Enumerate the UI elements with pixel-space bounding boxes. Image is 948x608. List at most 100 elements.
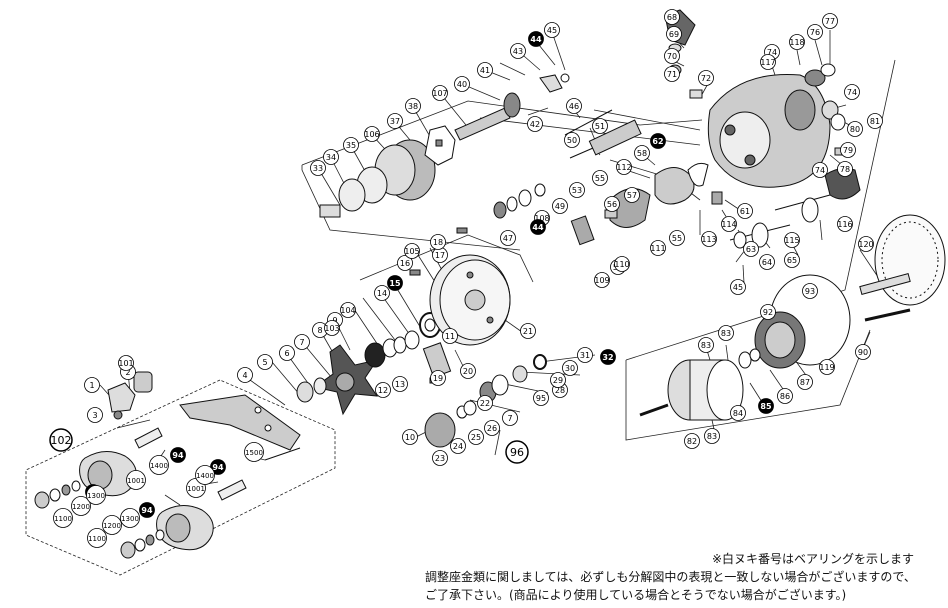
callout-circle bbox=[505, 440, 529, 464]
callout-circle bbox=[310, 160, 326, 176]
callout-number: 1300 bbox=[121, 515, 139, 523]
part-callout-22: 22 bbox=[477, 395, 493, 411]
callout-number: 80 bbox=[850, 125, 860, 134]
part-callout-114: 114 bbox=[721, 216, 737, 232]
part-callout-51: 51 bbox=[592, 118, 608, 134]
part-callout-1001: 1001 bbox=[126, 470, 146, 490]
part-callout-83: 83 bbox=[698, 337, 714, 353]
callout-circle bbox=[392, 376, 408, 392]
callout-circle bbox=[701, 231, 717, 247]
callout-number: 114 bbox=[721, 220, 736, 229]
shim-note-line-1: 調整座金類に関しましては、必ずしも分解図中の表現と一致しない場合がございますので… bbox=[425, 570, 916, 584]
callout-circle bbox=[704, 428, 720, 444]
callout-circle bbox=[858, 236, 874, 252]
callout-circle bbox=[450, 438, 466, 454]
part-callout-83: 83 bbox=[718, 325, 734, 341]
callout-number: 1 bbox=[89, 381, 94, 390]
part-callout-32: 32 bbox=[600, 349, 616, 365]
callout-number: 34 bbox=[326, 153, 336, 162]
part-callout-101: 101 bbox=[118, 355, 134, 371]
part-callout-17: 17 bbox=[432, 247, 448, 263]
callout-circle bbox=[364, 126, 380, 142]
callout-circle bbox=[789, 34, 805, 50]
callout-circle bbox=[86, 485, 106, 505]
callout-circle bbox=[664, 66, 680, 82]
part-callout-10: 10 bbox=[402, 429, 418, 445]
callout-circle bbox=[760, 304, 776, 320]
part-callout-115: 115 bbox=[784, 232, 800, 248]
callout-number: 47 bbox=[503, 234, 513, 243]
part-callout-12: 12 bbox=[375, 382, 391, 398]
callout-circle bbox=[721, 216, 737, 232]
callout-number: 101 bbox=[118, 359, 133, 368]
callout-circle bbox=[758, 398, 774, 414]
callout-circle bbox=[323, 149, 339, 165]
callout-number: 65 bbox=[787, 256, 797, 265]
part-callout-90: 90 bbox=[855, 344, 871, 360]
part-callout-78: 78 bbox=[837, 161, 853, 177]
part-callout-118: 118 bbox=[789, 34, 805, 50]
callout-number: 84 bbox=[733, 409, 743, 418]
callout-number: 12 bbox=[378, 386, 388, 395]
callout-number: 3 bbox=[92, 411, 97, 420]
callout-number: 30 bbox=[565, 364, 575, 373]
callout-circle bbox=[569, 182, 585, 198]
callout-number: 83 bbox=[707, 432, 717, 441]
callout-number: 1500 bbox=[245, 449, 263, 457]
part-callout-5: 5 bbox=[257, 354, 273, 370]
callout-number: 70 bbox=[667, 52, 677, 61]
part-callout-35: 35 bbox=[343, 137, 359, 153]
callout-number: 8 bbox=[317, 326, 322, 335]
callout-number: 33 bbox=[313, 164, 323, 173]
part-callout-76: 76 bbox=[807, 24, 823, 40]
part-callout-77: 77 bbox=[822, 13, 838, 29]
callout-circle bbox=[594, 272, 610, 288]
callout-circle bbox=[698, 70, 714, 86]
callout-circle bbox=[837, 161, 853, 177]
callout-number: 56 bbox=[607, 200, 617, 209]
callout-circle bbox=[867, 113, 883, 129]
part-callout-14: 14 bbox=[374, 285, 390, 301]
callout-number: 74 bbox=[815, 166, 825, 175]
reel-frame bbox=[707, 73, 831, 188]
callout-circle bbox=[397, 255, 413, 271]
spool-shaft bbox=[864, 308, 911, 322]
part-callout-31: 31 bbox=[577, 347, 593, 363]
callout-circle bbox=[404, 243, 420, 259]
callout-circle bbox=[402, 429, 418, 445]
callout-circle bbox=[759, 254, 775, 270]
callout-number: 74 bbox=[847, 88, 857, 97]
callout-number: 28 bbox=[555, 386, 565, 395]
part-callout-109: 109 bbox=[594, 272, 610, 288]
callout-number: 42 bbox=[530, 120, 540, 129]
callout-number: 95 bbox=[536, 394, 546, 403]
callout-number: 116 bbox=[837, 220, 852, 229]
callout-circle bbox=[807, 24, 823, 40]
callout-number: 82 bbox=[687, 437, 697, 446]
callout-number: 32 bbox=[602, 353, 613, 362]
part-callout-45: 45 bbox=[544, 22, 560, 38]
callout-circle bbox=[432, 85, 448, 101]
callout-circle bbox=[120, 508, 140, 528]
part-callout-44: 44 bbox=[528, 31, 544, 47]
part-callout-25: 25 bbox=[468, 429, 484, 445]
drive-gear-disc bbox=[319, 166, 388, 218]
callout-number: 49 bbox=[555, 202, 565, 211]
part-callout-43: 43 bbox=[510, 43, 526, 59]
callout-circle bbox=[837, 216, 853, 232]
part-callout-1300: 1300 bbox=[120, 508, 140, 528]
callout-number: 40 bbox=[457, 80, 467, 89]
callout-circle bbox=[566, 98, 582, 114]
callout-circle bbox=[847, 121, 863, 137]
ratchet-wheel bbox=[424, 125, 456, 166]
callout-number: 44 bbox=[530, 35, 542, 44]
part-callout-45: 45 bbox=[730, 279, 746, 295]
part-callout-105: 105 bbox=[404, 243, 420, 259]
callout-number: 43 bbox=[513, 47, 523, 56]
handle-shaft-upper bbox=[134, 427, 163, 449]
callout-circle bbox=[460, 363, 476, 379]
callout-number: 1400 bbox=[150, 462, 168, 470]
callout-circle bbox=[760, 54, 776, 70]
callout-circle bbox=[600, 349, 616, 365]
